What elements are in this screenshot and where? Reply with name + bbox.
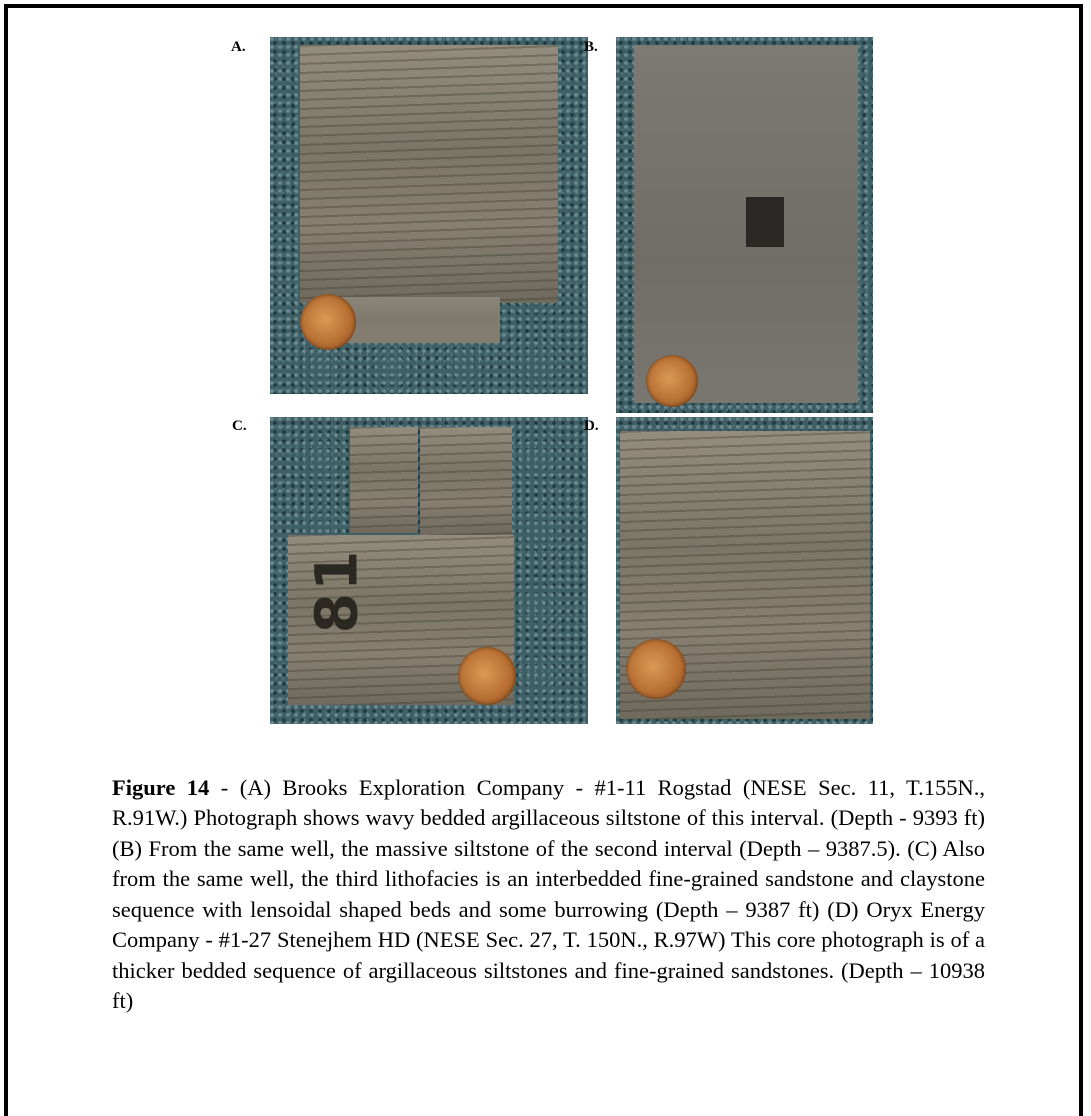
penny-d — [626, 639, 686, 699]
core-slab-a-lower — [330, 297, 500, 343]
core-slab-b-sample-hole — [746, 197, 784, 247]
panel-label-b: B. — [584, 39, 598, 55]
core-marking-text: 81 — [302, 548, 371, 634]
figure-caption-label: Figure 14 — [112, 774, 210, 800]
panel-label-a: A. — [231, 39, 246, 55]
core-slab-c-upper-right — [420, 427, 512, 535]
core-slab-c-upper-left — [350, 427, 418, 533]
core-photo-d — [616, 417, 873, 724]
penny-c — [458, 647, 516, 705]
panel-label-c: C. — [232, 418, 247, 434]
penny-b — [646, 355, 698, 407]
core-photo-c: 81 — [270, 417, 588, 724]
core-slab-a — [300, 45, 558, 303]
core-photo-b — [616, 37, 873, 413]
panel-label-d: D. — [584, 418, 599, 434]
figure-caption: Figure 14 - (A) Brooks Exploration Compa… — [112, 773, 985, 1017]
penny-a — [300, 294, 356, 350]
figure-caption-text: - (A) Brooks Exploration Company - #1-11… — [112, 774, 985, 1014]
core-photo-a — [270, 37, 588, 394]
